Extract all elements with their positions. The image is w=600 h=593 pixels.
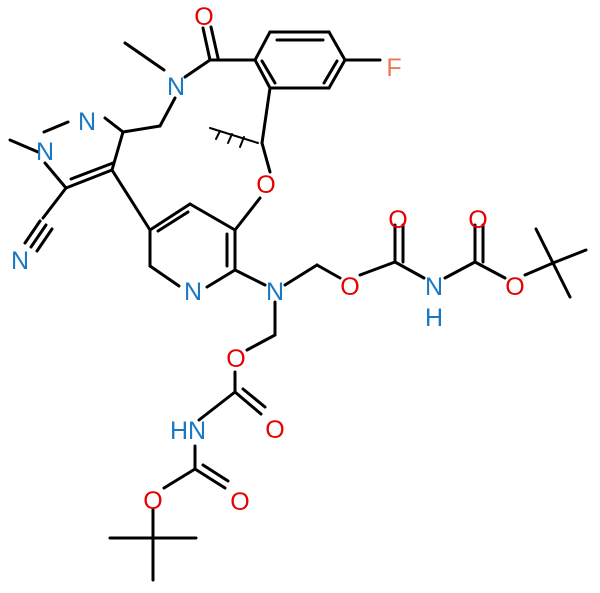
boc-oxygen-label: O xyxy=(505,273,524,301)
amide-nitrogen-label: N xyxy=(167,73,185,101)
carbonyl-oxygen-label: O xyxy=(265,416,284,444)
pyridine-nitrogen-label: N xyxy=(184,278,202,306)
nitrile-nitrogen-label: N xyxy=(11,247,29,275)
carbamate-oxygen-label: O xyxy=(226,345,245,373)
pyrazole-n2-label: N xyxy=(78,108,96,136)
amide-oxygen-label: O xyxy=(194,3,213,31)
carbonyl-oxygen-label: O xyxy=(468,206,487,234)
atom-labels: O F N N N O N N N O O N H O O O O HN O O xyxy=(11,3,525,516)
carbamate-nh-hydrogen-label: H xyxy=(425,304,443,332)
boc-oxygen-label: O xyxy=(143,487,162,515)
pyrazole-n1-label: N xyxy=(36,138,54,166)
carbonyl-oxygen-label: O xyxy=(230,488,249,516)
bond-lines xyxy=(8,25,588,582)
carbamate-nh-nitrogen-label: N xyxy=(425,273,443,301)
ether-oxygen-label: O xyxy=(256,171,275,199)
amine-nitrogen-label: N xyxy=(266,278,284,306)
carbonyl-oxygen-label: O xyxy=(388,206,407,234)
carbamate-nh-label: HN xyxy=(170,417,206,445)
carbamate-oxygen-label: O xyxy=(340,273,359,301)
fluorine-label: F xyxy=(386,54,401,82)
